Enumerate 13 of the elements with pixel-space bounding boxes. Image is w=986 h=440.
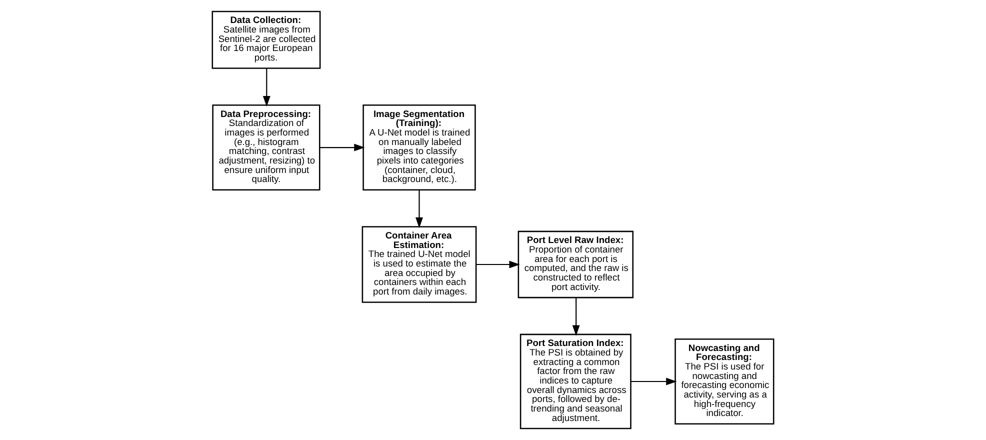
arrow <box>631 378 677 386</box>
node-box: Nowcasting and Forecasting: The PSI is used for nowcasting and forecasting economic activity, serving as a high-frequency indicator. <box>674 338 774 425</box>
arrow <box>572 298 580 336</box>
node-box: Data Collection: Satellite images from Sentinel-2 are collected for 16 major European ports. <box>212 10 321 69</box>
node-box: Port Saturation Index: The PSI is obtained by extracting a common factor from the raw indices to capture overall dynamics across ports, followed by de-trending and seasonal adjustment. <box>520 334 632 430</box>
arrow <box>416 190 423 228</box>
arrow <box>476 260 520 268</box>
arrow <box>262 68 270 107</box>
arrow <box>320 144 365 152</box>
node-box: Data Preprocessing: Standardization of images is performed (e.g., histogram matching, contrast adjustment, resizing) to ensure uniform input quality. <box>212 104 320 191</box>
node-box: Port Level Raw Index: Proportion of container area for each port is computed, and the raw is constructed to reflect port activity. <box>518 230 634 298</box>
node-box: Image Segmentation (Training): A U-Net model is trained on manually labeled images to classify pixels into categories (container, cloud, background, etc.). <box>362 104 476 191</box>
node-box: Container Area Estimation: The trained U-Net model is used to estimate the area occupied by containers within each port from daily images. <box>362 226 477 303</box>
